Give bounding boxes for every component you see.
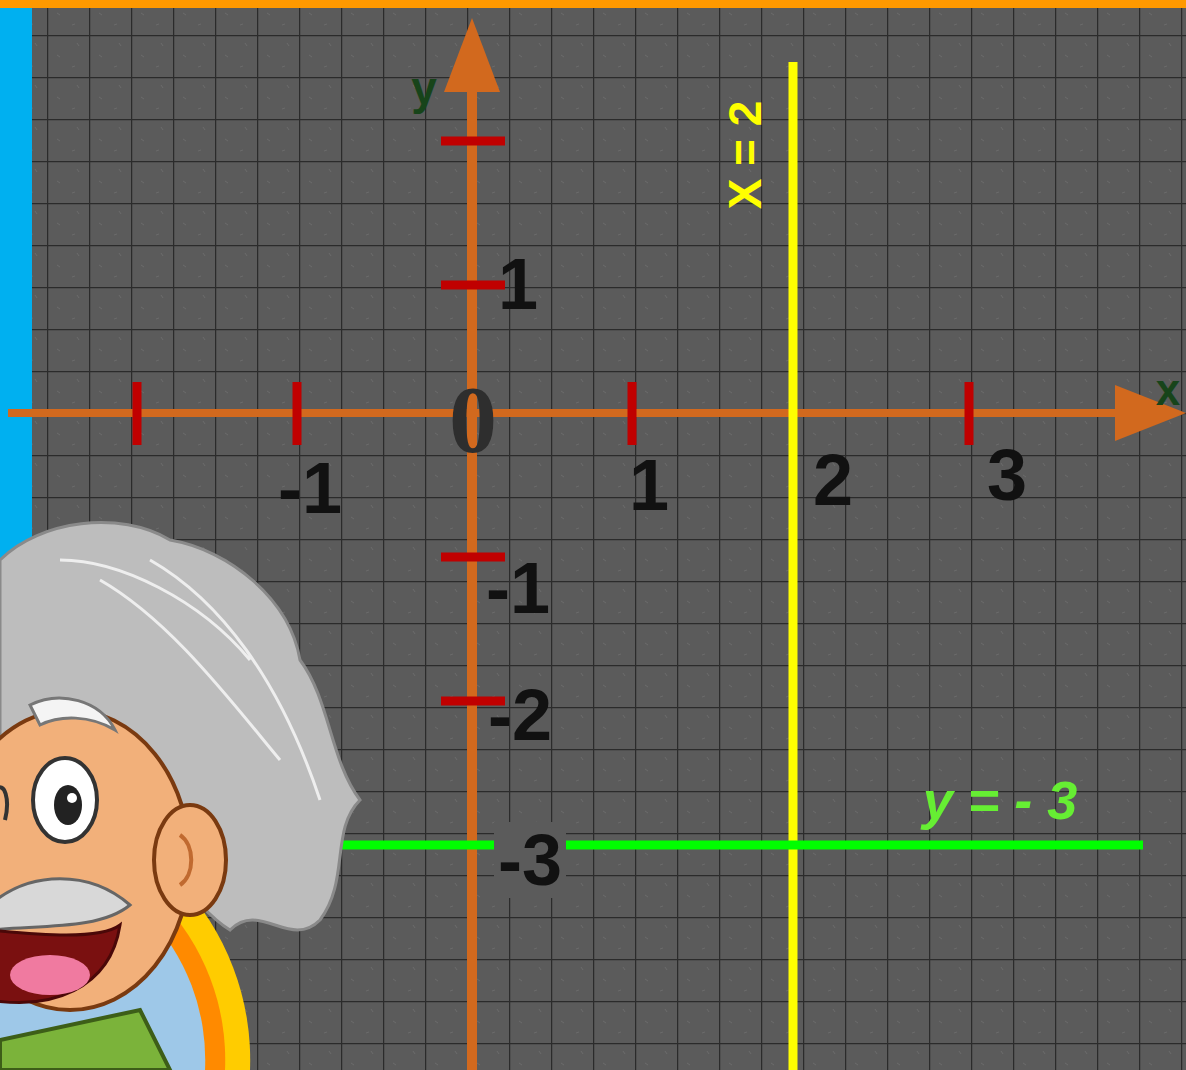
tick-value: 1: [498, 248, 538, 320]
side-bar: [0, 8, 32, 568]
line-x-2: [789, 62, 798, 1070]
top-bar: [0, 0, 1186, 8]
line-y-minus-3: [338, 841, 1143, 850]
origin-label: 0: [449, 372, 497, 468]
tick-value: -1: [486, 552, 550, 624]
y-axis: [467, 85, 477, 1070]
tick-value: -1: [278, 452, 342, 524]
tick-value: 1: [629, 449, 669, 521]
line-equation: y = - 3: [923, 773, 1078, 827]
y-arrowhead: [444, 18, 500, 92]
scientist-illustration: [0, 523, 360, 1070]
axis-name: x: [1156, 368, 1180, 412]
tick-value: -2: [488, 679, 552, 751]
line-equation: X = 2: [722, 101, 768, 210]
tick-value: 3: [987, 439, 1027, 511]
x-axis: [8, 409, 1125, 417]
axis-name: y: [411, 65, 437, 111]
tick-value: 2: [813, 444, 853, 516]
tick-value: -3: [494, 822, 566, 898]
